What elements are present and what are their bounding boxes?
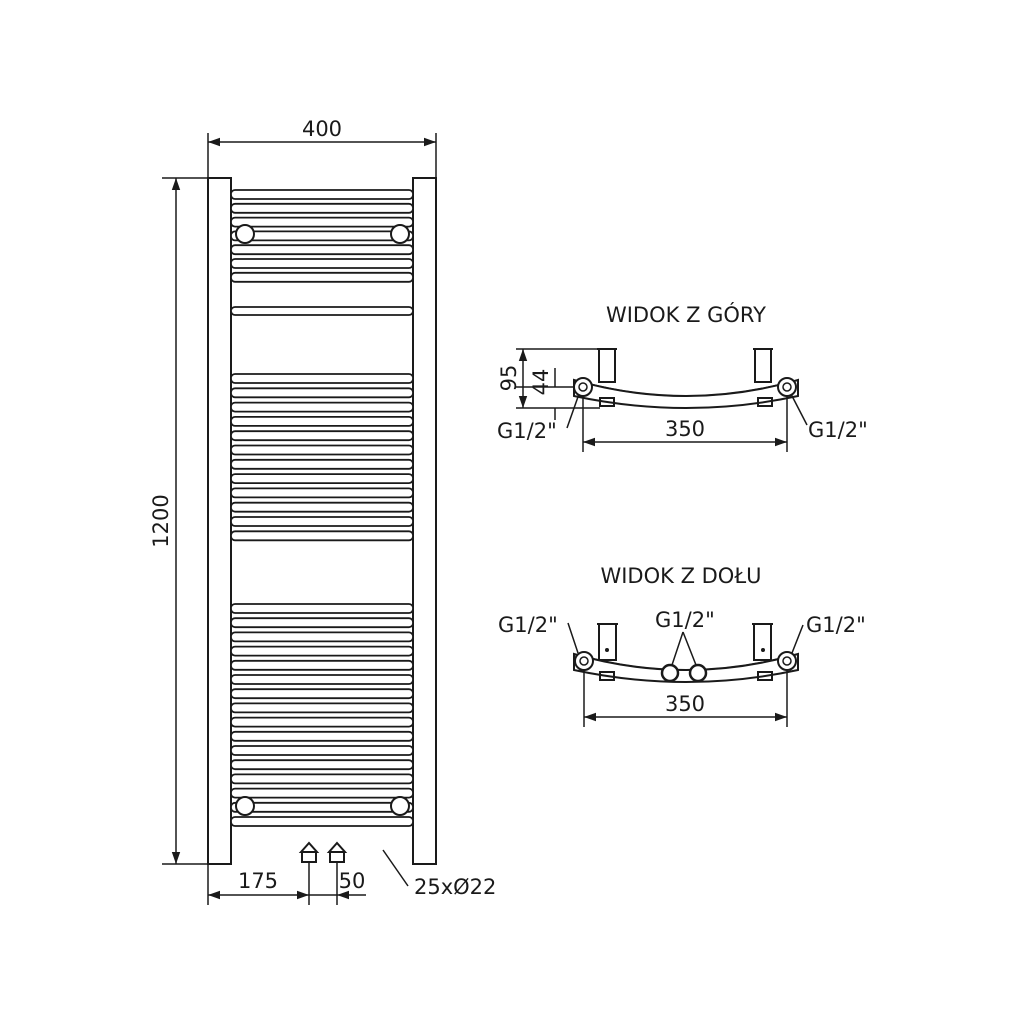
horizontal-tube [230,759,414,771]
mounting-bracket-top-left [235,224,255,244]
bottom-curved-body [573,652,799,683]
bottom-lower-fixing-left [599,671,615,681]
offset-44-label: 44 [529,369,553,396]
horizontal-tube [230,530,414,542]
horizontal-tube [230,516,414,527]
offset-label: 175 [238,869,278,893]
horizontal-tube [230,230,414,242]
horizontal-tube [230,189,414,200]
horizontal-tube [230,801,414,813]
bottom-dimension: 175 50 [207,862,366,905]
bottom-wall-bracket-left [598,623,617,661]
front-view: 400 1200 175 50 25xØ22 [149,117,496,905]
mounting-bracket-bottom-right [390,796,410,816]
mounting-bracket-top-right [390,224,410,244]
top-view: WIDOK Z GÓRY 95 44 [497,302,868,452]
horizontal-tube [230,745,414,756]
bottom-span-dimension: 350 [583,670,788,727]
bottom-center-connector-label: G1/2" [655,608,715,632]
horizontal-tube [230,387,414,399]
horizontal-tube [230,401,414,413]
horizontal-tube [230,430,414,442]
top-left-connector-label: G1/2" [497,419,557,443]
valve-right [326,841,348,863]
horizontal-tube [230,816,414,827]
horizontal-tube [230,645,414,657]
tube-leader: 25xØ22 [382,849,496,899]
horizontal-tube [230,787,414,799]
horizontal-tube [230,730,414,742]
top-lower-fixing-left [599,397,615,407]
top-wall-bracket-right [754,348,772,383]
horizontal-tube [230,473,414,485]
valve-left [298,841,320,863]
top-depth-dimension: 95 44 [497,348,600,420]
horizontal-tube [230,702,414,714]
horizontal-tube [230,674,414,685]
bottom-right-connector-label: G1/2" [806,613,866,637]
horizontal-tube [230,244,414,256]
height-label: 1200 [149,494,173,547]
tubes-label: 25xØ22 [414,875,496,899]
horizontal-tube [230,306,414,316]
horizontal-tube [230,415,414,427]
height-dimension: 1200 [149,177,208,865]
top-span-label: 350 [665,417,705,441]
top-span-dimension: 350 [582,396,788,452]
horizontal-tube [230,487,414,499]
bottom-lower-fixing-right [757,671,773,681]
horizontal-tube [230,617,414,629]
horizontal-tube [230,373,414,384]
bottom-left-connector-label: G1/2" [498,613,558,637]
left-rail [207,177,232,865]
horizontal-tube [230,444,414,456]
top-lower-fixing-right [757,397,773,407]
horizontal-tube [230,458,414,470]
bottom-wall-bracket-right [753,623,772,661]
horizontal-tube [230,202,414,214]
horizontal-tube [230,603,414,614]
horizontal-tube [230,258,414,269]
bottom-view: WIDOK Z DOŁU 350 G1/2" [498,564,866,727]
tube-group [230,189,414,827]
width-dimension: 400 [207,117,437,178]
top-curved-body [573,378,799,409]
horizontal-tube [230,216,414,228]
top-wall-bracket-left [598,348,616,383]
mounting-bracket-bottom-left [235,796,255,816]
top-right-connector-label: G1/2" [808,418,868,442]
right-rail [412,177,437,865]
horizontal-tube [230,271,414,283]
horizontal-tube [230,688,414,700]
width-label: 400 [302,117,342,141]
top-view-title: WIDOK Z GÓRY [606,302,766,327]
spacing-label: 50 [339,869,366,893]
bottom-center-connector-left [660,663,680,683]
bottom-span-label: 350 [665,692,705,716]
bottom-view-title: WIDOK Z DOŁU [600,564,761,588]
horizontal-tube [230,501,414,513]
horizontal-tube [230,716,414,728]
horizontal-tube [230,773,414,785]
horizontal-tube [230,631,414,643]
horizontal-tube [230,659,414,671]
depth-label: 95 [497,365,521,392]
bottom-center-connector-right [688,663,708,683]
